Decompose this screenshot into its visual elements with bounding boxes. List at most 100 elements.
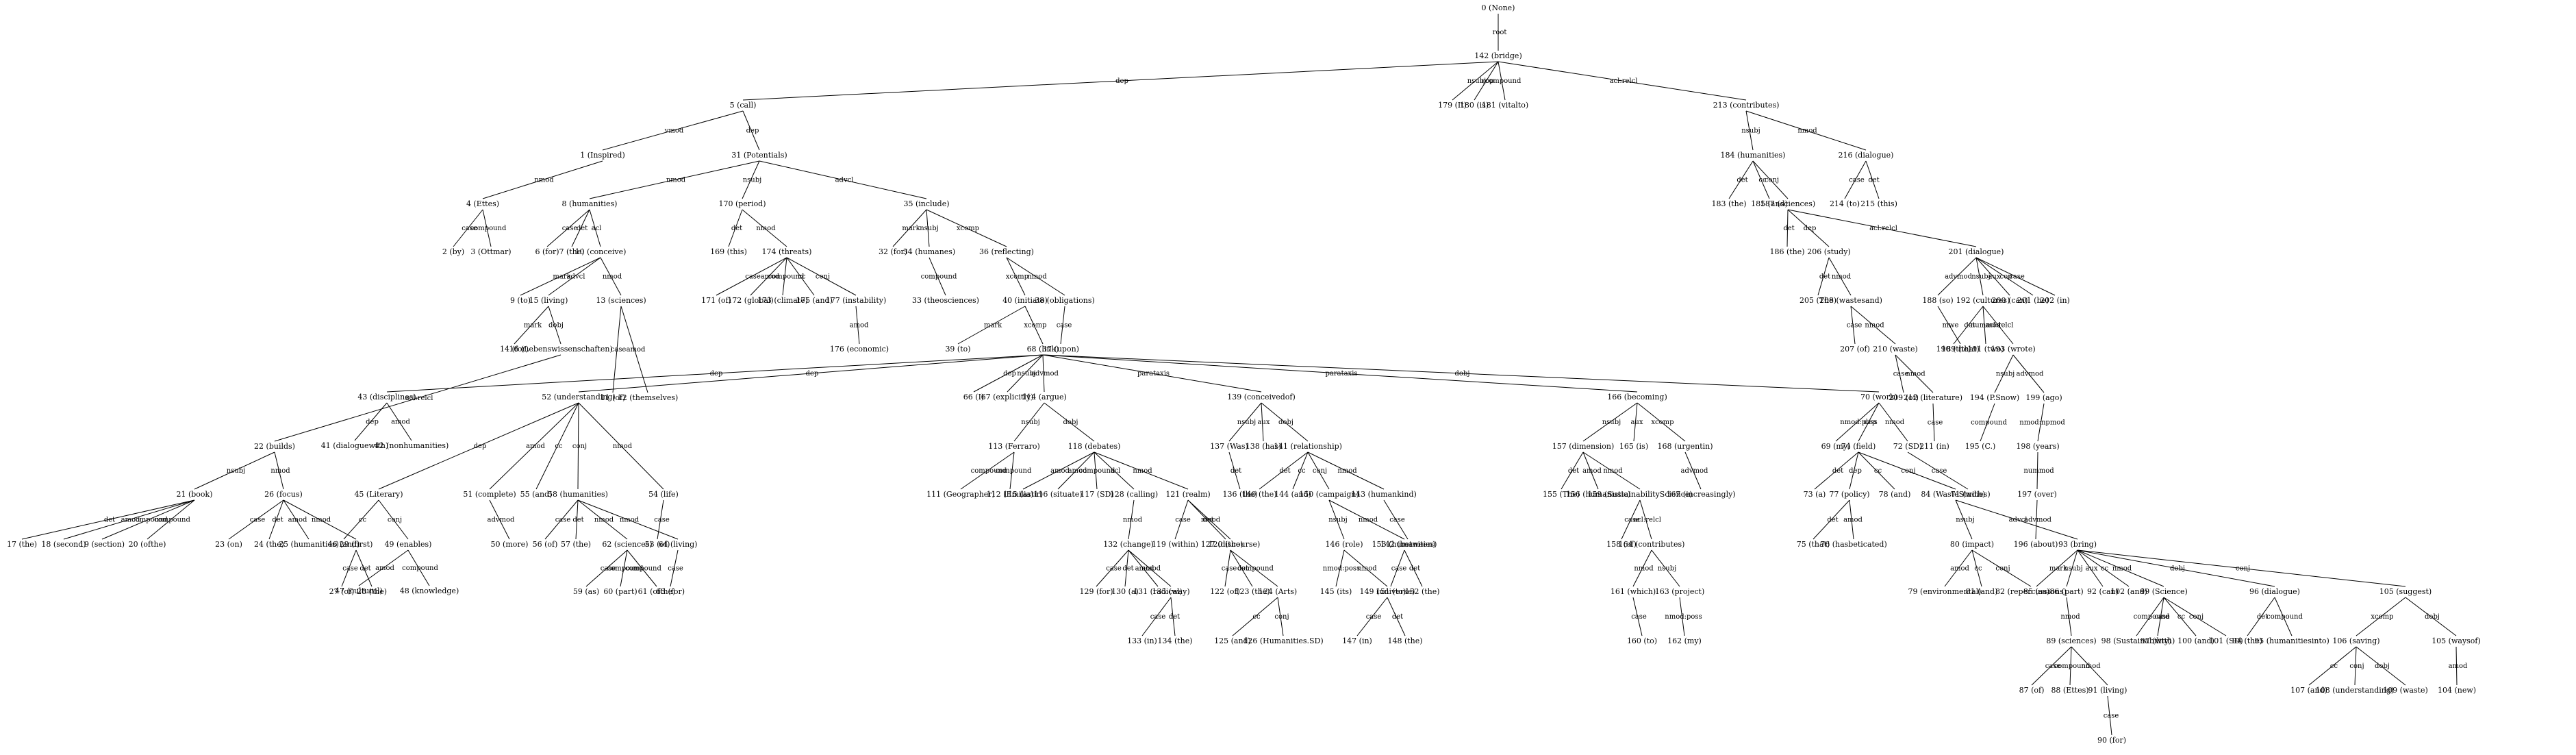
edge-label: case — [342, 565, 358, 573]
edge-label: dep — [366, 419, 379, 426]
tree-node: 114 (argue) — [1022, 393, 1067, 401]
tree-node: 175 (and) — [796, 296, 833, 305]
edge-label: dep — [1849, 467, 1862, 475]
edge-label: nmod — [1357, 565, 1377, 573]
edge-label: amod — [375, 565, 394, 572]
edge-label: amod — [761, 273, 780, 281]
dependency-edge — [548, 306, 561, 345]
tree-node: 25 (humanities) — [279, 540, 339, 549]
tree-node: 17 (the) — [7, 540, 37, 549]
tree-node: 3 (Ottmar) — [470, 247, 511, 256]
tree-node: 172 (global) — [727, 296, 773, 305]
tree-node: 146 (role) — [1326, 540, 1363, 549]
tree-node: 160 (to) — [1627, 636, 1657, 645]
tree-node: 60 (part) — [603, 587, 637, 596]
dependency-edge — [620, 306, 648, 393]
dependency-edge — [274, 354, 561, 442]
edge-label: nmod — [594, 517, 614, 524]
edge-label: case — [654, 517, 670, 524]
tree-node: 206 (study) — [1807, 247, 1850, 256]
dependency-edge — [1474, 61, 1499, 101]
dependency-edge — [283, 499, 357, 540]
tree-node: 80 (impact) — [1950, 540, 1994, 549]
edge-label: advcl — [567, 273, 585, 281]
tree-node: 109 (waste) — [2383, 686, 2428, 695]
edge-label: dep — [1115, 77, 1128, 85]
tree-node: 181 (vitalto) — [1482, 101, 1528, 110]
dependency-edge — [1971, 549, 2032, 587]
dependency-edge — [1982, 306, 2014, 345]
tree-node: 145 (its) — [1320, 587, 1352, 596]
dependency-edge — [2077, 549, 2130, 587]
edge-label: advmod — [1681, 467, 1709, 475]
dependency-edge — [482, 160, 603, 199]
edge-label: advcl — [835, 177, 854, 184]
dependency-edge — [571, 209, 590, 247]
tree-node: 126 (Humanities.SD) — [1243, 636, 1323, 645]
dependency-edge — [1128, 549, 1159, 587]
tree-node: 58 (humanities) — [548, 490, 608, 499]
dependency-edge — [355, 549, 372, 587]
tree-node: 174 (threats) — [762, 247, 812, 256]
dependency-edge — [1307, 451, 1330, 490]
dependency-edge — [1813, 499, 1850, 540]
dependency-edge — [228, 499, 284, 540]
tree-node: 78 (and) — [1879, 490, 1911, 499]
dependency-edge — [283, 499, 310, 540]
dependency-edge — [1042, 354, 1262, 393]
tree-node: 197 (over) — [2017, 490, 2057, 499]
tree-node: 198 (years) — [2016, 442, 2059, 451]
tree-node: 119 (within) — [1152, 540, 1198, 549]
edge-label: compound — [1485, 77, 1521, 85]
tree-node: 23 (on) — [215, 540, 242, 549]
edge-label: case — [462, 225, 477, 232]
edge-label: cc — [1252, 613, 1261, 621]
dependency-edge — [1042, 354, 1880, 393]
dependency-edge — [2274, 597, 2293, 636]
tree-node: 19 (section) — [79, 540, 125, 549]
dependency-edge — [1895, 354, 1934, 393]
dependency-edge — [2069, 646, 2072, 686]
tree-node: 191 (two) — [1967, 345, 2004, 354]
edge-label: compound — [2266, 613, 2303, 621]
edge-label: cc — [1298, 467, 1306, 475]
tree-node: 11 (of) — [601, 393, 626, 402]
edge-label: case — [601, 565, 616, 573]
dependency-edge — [1259, 451, 1309, 490]
tree-node: 194 (P.Snow) — [1970, 393, 2019, 402]
edge-label: cc — [2101, 565, 2109, 573]
dependency-edge — [728, 209, 743, 247]
edge-label: case — [1222, 565, 1237, 573]
dependency-edge — [453, 209, 483, 247]
dependency-edge — [1582, 402, 1638, 442]
edge-label: nummod — [2023, 467, 2054, 475]
edge-label: compound — [2134, 613, 2170, 621]
tree-node: 49 (enables) — [385, 540, 432, 549]
edge-label: dobj — [1455, 370, 1470, 378]
dependency-edge — [1582, 451, 1641, 490]
edge-label: cc — [1874, 467, 1882, 475]
tree-node: 190 (the) — [1936, 345, 1971, 354]
edge-label: compound — [1079, 467, 1115, 475]
dependency-edge — [1817, 257, 1830, 296]
edge-label: amod — [850, 322, 869, 330]
edge-label: compound — [971, 467, 1007, 475]
dependency-edge — [1228, 451, 1241, 490]
edge-label: acl:relcl — [1633, 517, 1661, 524]
tree-node: 165 (is) — [1619, 442, 1648, 451]
tree-node: 42 (nonhumanities) — [375, 441, 449, 450]
tree-node: 101 (SD) — [2209, 636, 2243, 645]
tree-node: 90 (for) — [2097, 736, 2126, 745]
dependency-edge — [1787, 209, 1830, 247]
edge-label: det — [1964, 322, 1975, 330]
edge-label: amod — [1950, 565, 1969, 573]
edge-label: case — [2104, 713, 2119, 720]
tree-node: 85 (as) — [2023, 587, 2049, 596]
dependency-edge — [358, 549, 409, 586]
dependency-edge — [1955, 499, 1973, 540]
dependency-edge — [2077, 549, 2275, 587]
tree-node: 138 (has) — [1246, 442, 1281, 451]
tree-node: 1 (Inspired) — [580, 151, 625, 160]
dependency-edge — [101, 499, 195, 540]
edge-label: dep — [710, 370, 723, 378]
